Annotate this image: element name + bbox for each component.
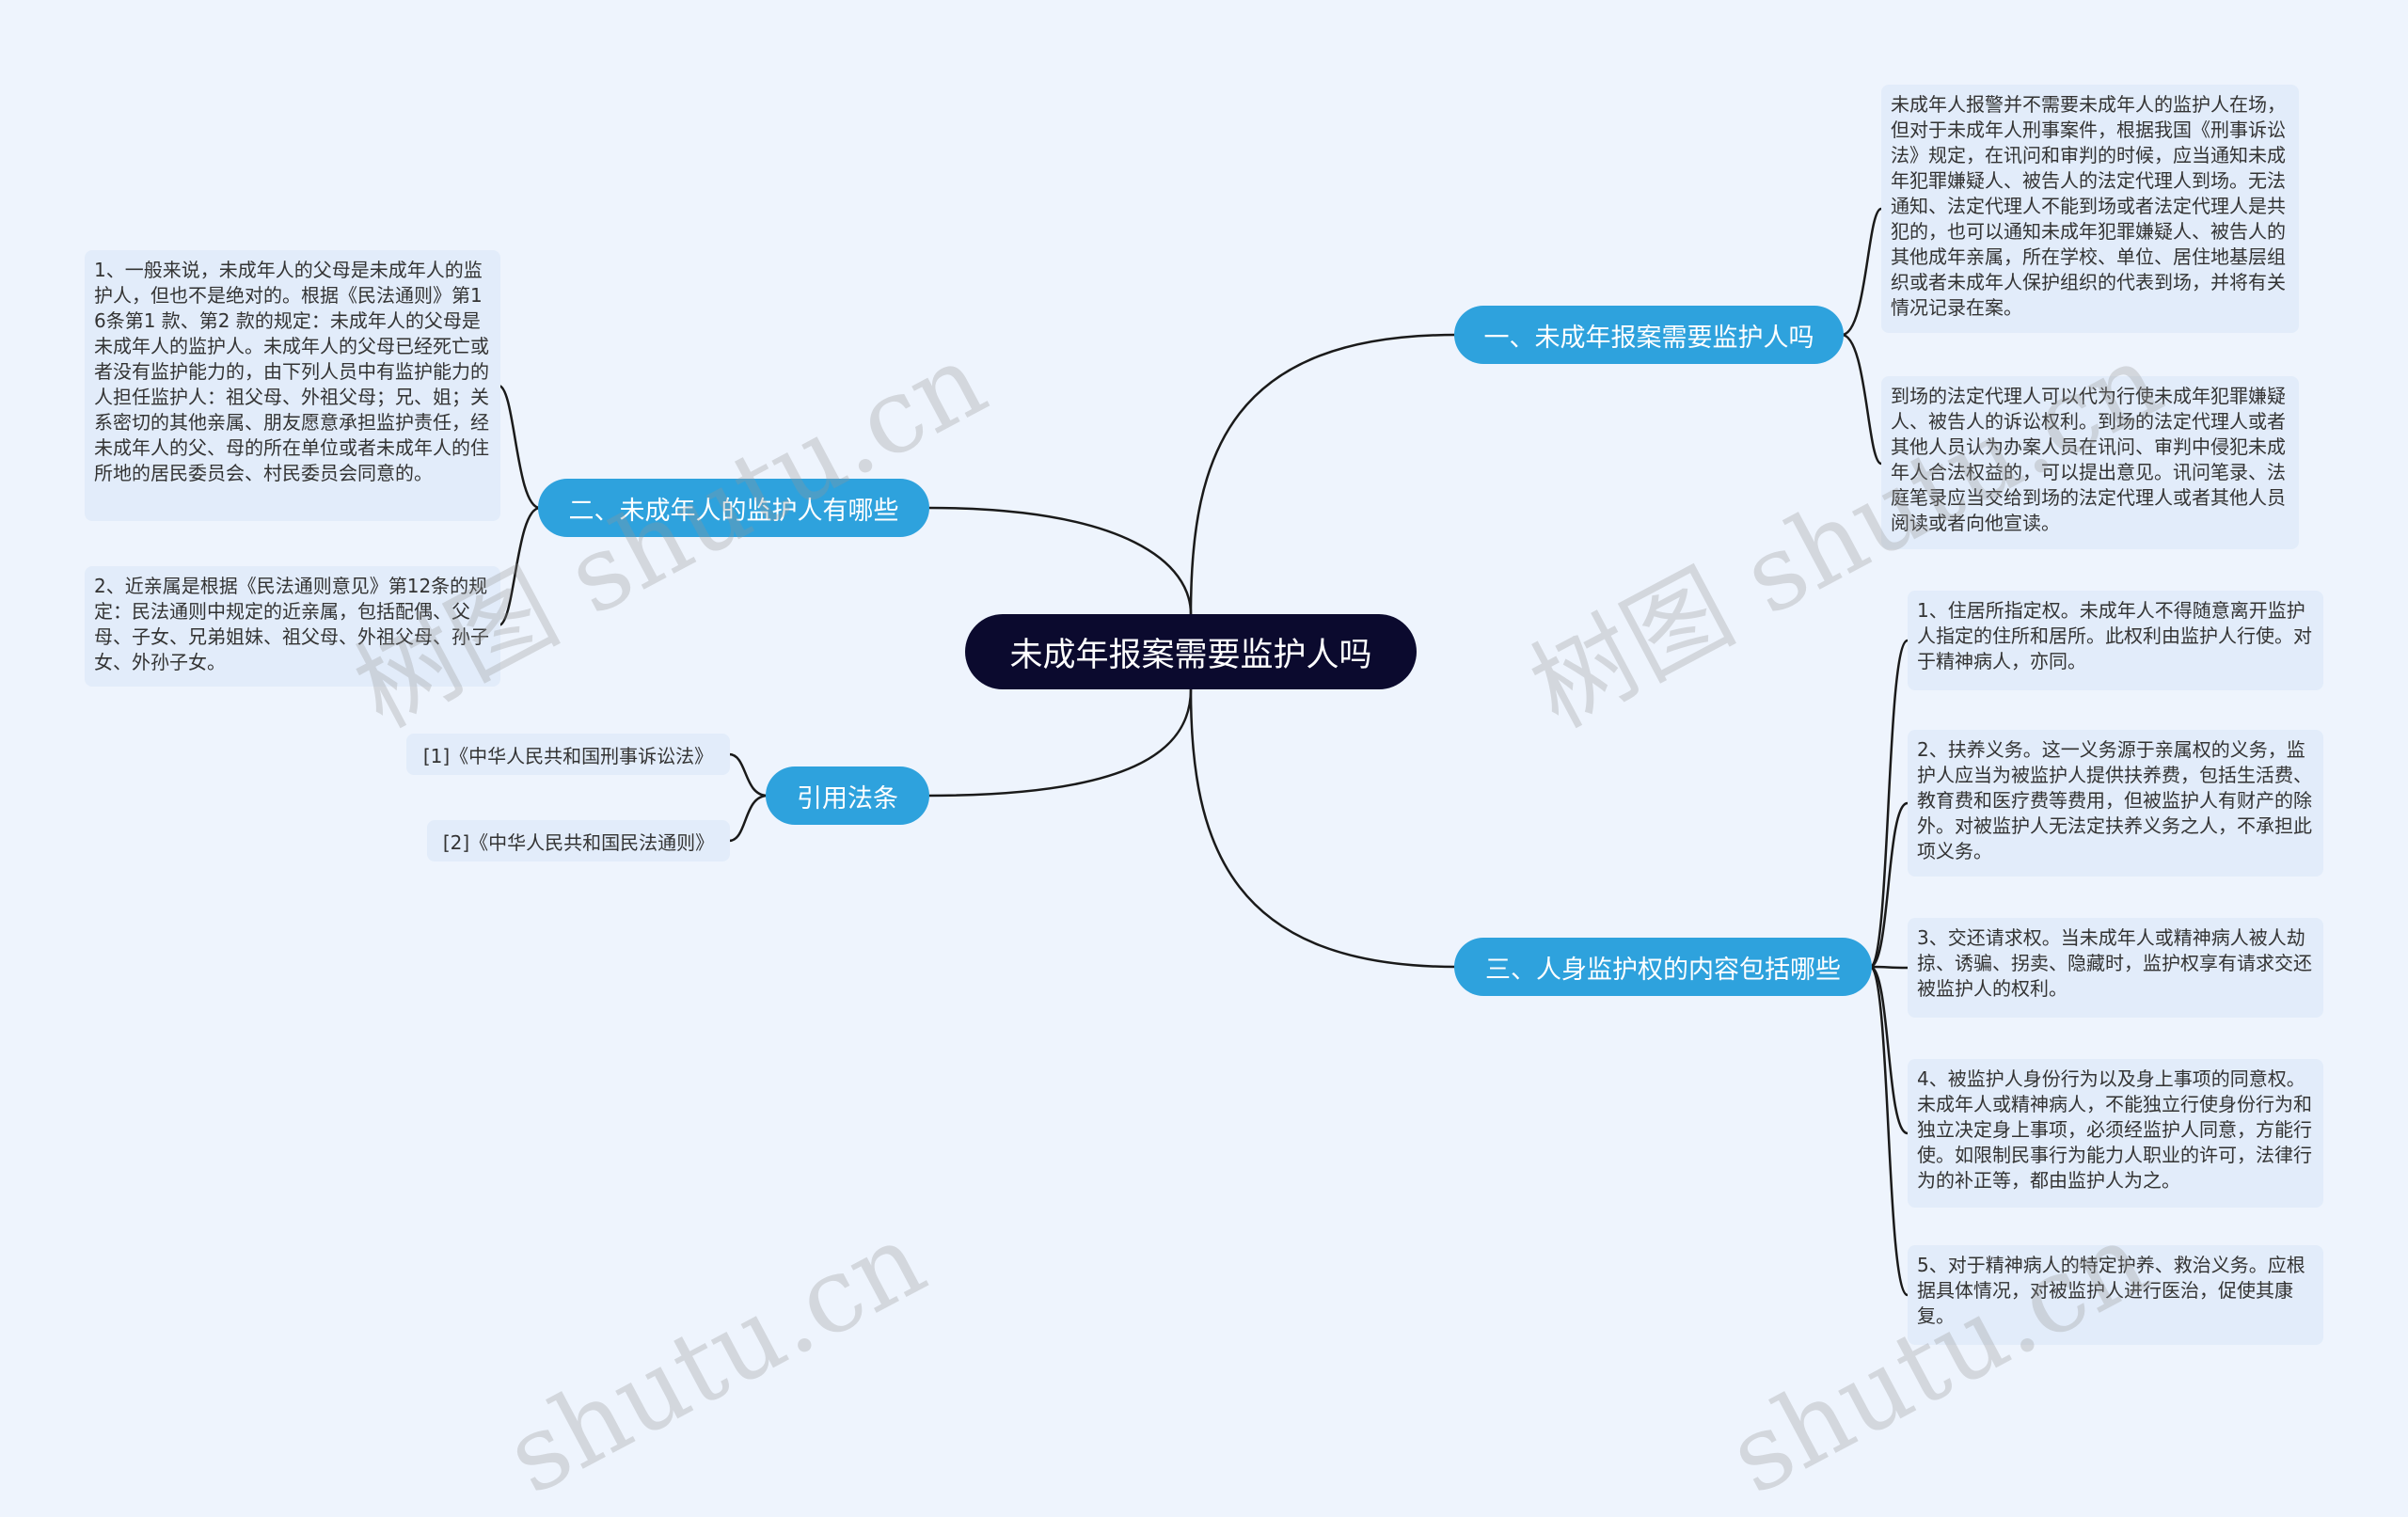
leaf-node-3-2[interactable]: 2、扶养义务。这一义务源于亲属权的义务，监护人应当为被监护人提供扶养费，包括生活…: [1908, 730, 2323, 877]
leaf-node-2-1[interactable]: 1、一般来说，未成年人的父母是未成年人的监护人，但也不是绝对的。根据《民法通则》…: [85, 250, 500, 521]
reference-item-1[interactable]: [1]《中华人民共和国刑事诉讼法》: [406, 734, 730, 775]
link-branch-2-leaf-1: [498, 384, 541, 510]
leaf-node-3-5[interactable]: 5、对于精神病人的特定护养、救治义务。应根据具体情况，对被监护人进行医治，促使其…: [1908, 1245, 2323, 1345]
branch-node-1[interactable]: 一、未成年报案需要监护人吗: [1454, 306, 1844, 364]
leaf-node-2-2[interactable]: 2、近亲属是根据《民法通则意见》第12条的规定：民法通则中规定的近亲属，包括配偶…: [85, 566, 500, 687]
branch-node-references[interactable]: 引用法条: [766, 766, 929, 825]
connector-lines: [498, 207, 1909, 1297]
leaf-node-1-2[interactable]: 到场的法定代理人可以代为行使未成年犯罪嫌疑人、被告人的诉讼权利。到场的法定代理人…: [1881, 376, 2299, 549]
branch-node-2[interactable]: 二、未成年人的监护人有哪些: [538, 479, 929, 537]
link-branch-4-leaf-3: [1869, 965, 1909, 970]
link-root-branch-1: [1189, 333, 1457, 615]
link-branch-4-leaf-4: [1869, 965, 1909, 1135]
link-branch-2-leaf-2: [498, 506, 541, 627]
link-branch-3-ref-2: [728, 794, 768, 843]
link-branch-4-leaf-1: [1868, 639, 1909, 969]
link-branch-3-ref-1: [728, 752, 768, 798]
link-root-branch-2: [927, 506, 1193, 615]
link-branch-4-leaf-5: [1868, 965, 1909, 1297]
leaf-node-3-1[interactable]: 1、住居所指定权。未成年人不得随意离开监护人指定的住所和居所。此权利由监护人行使…: [1908, 591, 2323, 690]
leaf-node-3-3[interactable]: 3、交还请求权。当未成年人或精神病人被人劫掠、诱骗、拐卖、隐藏时，监护权享有请求…: [1908, 918, 2323, 1018]
mindmap-canvas: 未成年报案需要监护人吗 一、未成年报案需要监护人吗 未成年人报警并不需要未成年人…: [85, 85, 2323, 1517]
reference-item-2[interactable]: [2]《中华人民共和国民法通则》: [427, 820, 730, 861]
link-branch-1-leaf-2: [1841, 333, 1882, 466]
link-root-branch-3: [927, 688, 1193, 798]
leaf-node-3-4[interactable]: 4、被监护人身份行为以及身上事项的同意权。未成年人或精神病人，不能独立行使身份行…: [1908, 1059, 2323, 1208]
branch-node-3[interactable]: 三、人身监护权的内容包括哪些: [1454, 938, 1872, 996]
leaf-node-1-1[interactable]: 未成年人报警并不需要未成年人的监护人在场，但对于未成年人刑事案件，根据我国《刑事…: [1881, 85, 2299, 333]
link-root-branch-4: [1189, 688, 1457, 969]
link-branch-1-leaf-1: [1841, 207, 1882, 337]
link-branch-4-leaf-2: [1869, 801, 1909, 969]
root-node[interactable]: 未成年报案需要监护人吗: [965, 614, 1417, 689]
